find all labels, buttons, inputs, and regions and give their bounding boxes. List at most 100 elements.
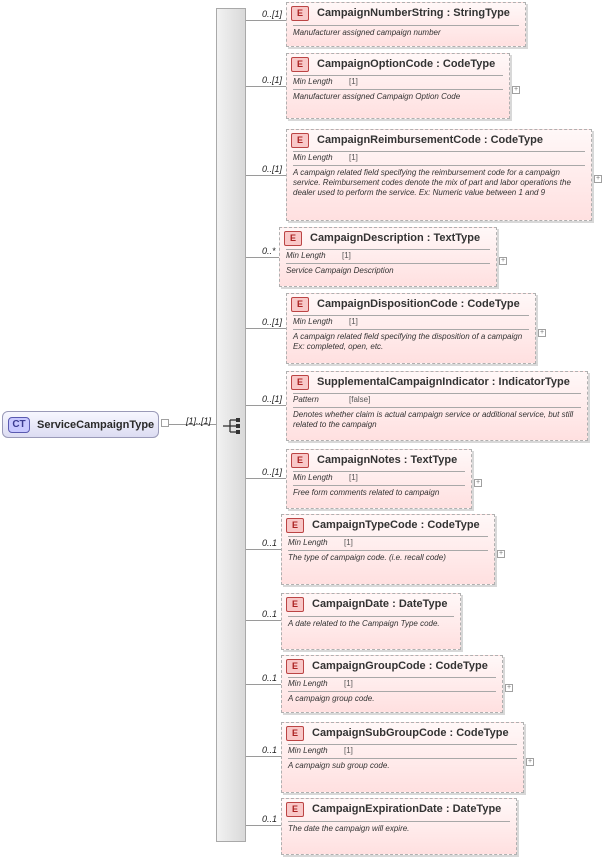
complex-type-box[interactable]: CT ServiceCampaignType: [2, 411, 159, 438]
element-connector: [246, 756, 281, 757]
element-name: CampaignDate: [312, 598, 390, 610]
expand-icon[interactable]: +: [505, 684, 513, 692]
element-type: DateType: [452, 803, 502, 815]
facet-row: Min Length[1]: [288, 677, 496, 689]
element-connector: [246, 684, 281, 685]
element-connector: [246, 478, 286, 479]
root-connector: [168, 424, 218, 425]
element-type: IndicatorType: [498, 376, 570, 388]
facet-row: Min Length[1]: [286, 249, 490, 261]
element-type: StringType: [453, 7, 510, 19]
type-separator: :: [443, 7, 454, 19]
element-type: CodeType: [442, 58, 496, 70]
element-badge: E: [286, 596, 304, 612]
facet-name: Min Length: [293, 153, 333, 162]
collapse-icon[interactable]: [161, 419, 169, 427]
facet-row: Min Length[1]: [293, 315, 529, 327]
element-connector: [246, 175, 286, 176]
element-connector: [246, 620, 281, 621]
element-badge: E: [286, 801, 304, 817]
type-separator: :: [446, 727, 457, 739]
element-connector: [246, 257, 279, 258]
type-separator: :: [442, 803, 453, 815]
element-documentation: A campaign related field specifying the …: [293, 329, 529, 352]
element-type: CodeType: [467, 298, 520, 310]
facet-value: [1]: [344, 538, 353, 547]
element-badge: E: [286, 725, 304, 741]
element-title: CampaignExpirationDate : DateType: [312, 803, 501, 815]
element-connector: [246, 549, 281, 550]
element-title: CampaignNotes : TextType: [317, 454, 457, 466]
element-connector: [246, 405, 286, 406]
expand-icon[interactable]: +: [538, 329, 546, 337]
expand-icon[interactable]: +: [497, 550, 505, 558]
element-badge: E: [291, 5, 309, 21]
element-cardinality: 0..*: [262, 246, 276, 256]
element-cardinality: 0..[1]: [262, 317, 283, 327]
sequence-cardinality: [1]..[1]: [186, 416, 212, 426]
element-header: E CampaignDate : DateType: [282, 594, 460, 614]
element-badge: E: [291, 374, 309, 390]
element-type: CodeType: [435, 660, 488, 672]
facet-value: [false]: [349, 395, 371, 404]
facet-value: [1]: [342, 251, 351, 260]
element-name: CampaignExpirationDate: [312, 803, 443, 815]
type-separator: :: [389, 598, 399, 610]
element-documentation: Manufacturer assigned campaign number: [293, 25, 519, 38]
element-type: CodeType: [490, 134, 543, 146]
element-header: E CampaignSubGroupCode : CodeType: [282, 723, 523, 743]
facet-value: [1]: [349, 317, 358, 326]
facet-row: Pattern [false]: [293, 393, 581, 405]
element-title: CampaignTypeCode : CodeType: [312, 519, 480, 531]
element-name: CampaignSubGroupCode: [312, 727, 447, 739]
type-separator: :: [488, 376, 499, 388]
expand-icon[interactable]: +: [499, 257, 507, 265]
element-name: CampaignNotes: [317, 454, 401, 466]
facet-name: Pattern: [293, 395, 319, 404]
facet-name: Min Length: [293, 473, 333, 482]
element-badge: E: [286, 658, 304, 674]
expand-icon[interactable]: +: [594, 175, 602, 183]
element-title: CampaignSubGroupCode : CodeType: [312, 727, 509, 739]
facet-row: Min Length[1]: [293, 75, 503, 87]
expand-icon[interactable]: +: [512, 86, 520, 94]
sequence-bar: [216, 8, 246, 842]
expand-icon[interactable]: +: [474, 479, 482, 487]
element-documentation: Free form comments related to campaign: [293, 485, 465, 498]
element-connector: [246, 20, 286, 21]
type-separator: :: [417, 519, 428, 531]
element-badge: E: [291, 296, 309, 312]
element-cardinality: 0..1: [262, 609, 278, 619]
element-documentation: Denotes whether claim is actual campaign…: [293, 407, 581, 430]
type-separator: :: [400, 454, 411, 466]
element-type: DateType: [398, 598, 448, 610]
element-documentation: The type of campaign code. (i.e. recall …: [288, 550, 488, 563]
element-type: TextType: [433, 232, 481, 244]
facet-value: [1]: [344, 679, 353, 688]
expand-icon[interactable]: +: [526, 758, 534, 766]
element-cardinality: 0..1: [262, 814, 278, 824]
element-cardinality: 0..1: [262, 745, 278, 755]
facet-name: Min Length: [293, 77, 333, 86]
element-name: CampaignReimbursementCode: [317, 134, 481, 146]
element-name: CampaignTypeCode: [312, 519, 418, 531]
element-name: CampaignDescription: [310, 232, 424, 244]
complex-type-name: ServiceCampaignType: [37, 418, 155, 431]
